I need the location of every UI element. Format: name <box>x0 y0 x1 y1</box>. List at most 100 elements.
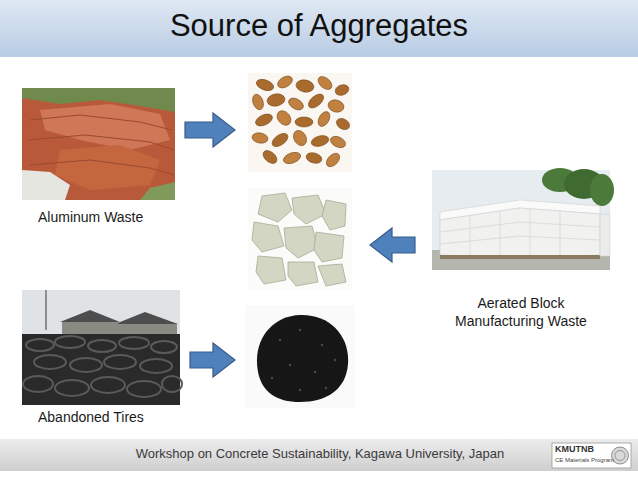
pellet-aggregate-photo-part-part <box>334 116 351 132</box>
aerated-block-photo-part-part <box>500 211 501 257</box>
abandoned-tires-photo-part <box>22 290 180 405</box>
title-band-part <box>0 0 638 57</box>
aerated-block-photo-part-part <box>470 216 471 256</box>
pellet-aggregate-photo-part-part <box>295 117 313 127</box>
aluminum-waste-photo <box>22 88 175 200</box>
pellet-aggregate-photo-part-part <box>266 93 286 108</box>
abandoned-tires-photo-part-part <box>34 355 66 369</box>
abandoned-tires-photo-part-part <box>70 358 102 372</box>
pellet-aggregate-photo-part-part <box>254 112 275 129</box>
logo-subtext-string: CE Materials Program <box>555 457 615 464</box>
abandoned-tires-photo-part-part <box>119 337 149 349</box>
crumb-rubber-photo-part <box>257 315 348 402</box>
slide-title: Source of Aggregates <box>0 8 638 44</box>
pellet-aggregate-photo-part-part <box>274 108 293 128</box>
aerated-lump-photo-part-part <box>318 264 346 286</box>
pellet-aggregate-photo <box>248 73 352 172</box>
abandoned-tires-photo-part-part <box>55 380 89 396</box>
aerated-lump-photo-part <box>252 193 346 286</box>
block-arrow-part <box>370 228 415 262</box>
title-text: Source of Aggregates <box>0 8 638 44</box>
photo-caption: Aluminum Waste <box>38 208 188 226</box>
aerated-lump-photo-part-part <box>314 232 344 262</box>
abandoned-tires-photo-part <box>60 310 120 322</box>
pellet-aggregate-photo-part-part <box>291 128 309 148</box>
crumb-rubber-photo-part-part <box>334 359 336 361</box>
pellet-aggregate-photo-part-part <box>270 131 290 150</box>
abandoned-tires-photo-part-part <box>23 376 53 392</box>
logo-text: KMUTNB <box>555 444 615 454</box>
aerated-block-photo-part <box>440 208 600 258</box>
aerated-lump-photo-part-part <box>288 262 318 286</box>
block-arrow-part <box>185 113 235 147</box>
abandoned-tires-photo-part <box>23 336 182 397</box>
pellet-aggregate-photo-part-part <box>251 132 268 145</box>
pellet-aggregate-photo-part-part <box>261 148 280 166</box>
abandoned-tires-photo-part-part <box>55 336 85 348</box>
abandoned-tires-photo-part-part <box>162 376 182 392</box>
abandoned-tires-photo-part-part <box>104 355 136 369</box>
pellet-aggregate-photo-part <box>251 74 352 170</box>
abandoned-tires-photo-part-part <box>127 381 161 397</box>
crumb-rubber-photo <box>245 305 355 408</box>
pellet-aggregate-photo-part-part <box>310 134 330 148</box>
aerated-block-photo-part <box>590 174 614 206</box>
aerated-block-photo <box>432 168 614 270</box>
abandoned-tires-photo-part <box>115 312 178 324</box>
abandoned-tires-photo-part-part <box>26 339 54 351</box>
pellet-aggregate-photo-part <box>248 73 352 172</box>
aerated-block-photo-part <box>600 214 610 256</box>
abandoned-tires-photo-part <box>62 322 118 336</box>
abandoned-tires-photo-part <box>22 334 180 405</box>
pellet-aggregate-photo-part-part <box>287 96 306 113</box>
pellet-aggregate-photo-part-part <box>316 110 333 129</box>
pellet-aggregate-photo-part-part <box>305 151 323 165</box>
footer-text: Workshop on Concrete Sustainability, Kag… <box>100 447 540 462</box>
photo-node: Aluminum Waste <box>22 88 175 200</box>
aluminum-waste-photo-part <box>140 182 175 200</box>
crumb-rubber-photo-part <box>245 305 355 408</box>
aerated-block-photo-part <box>432 170 610 270</box>
pellet-aggregate-photo-part-part <box>251 93 266 111</box>
aerated-lump-photo-part-part <box>252 222 284 252</box>
abandoned-tires-photo-part <box>45 290 46 330</box>
pellet-aggregate-photo-part-part <box>334 83 351 97</box>
aerated-lump-photo <box>248 188 352 290</box>
abandoned-tires-photo <box>22 290 182 405</box>
abandoned-tires-photo-part-part <box>140 359 172 373</box>
aerated-lump-photo-part-part <box>284 226 318 258</box>
pellet-aggregate-photo-part-part <box>295 79 315 94</box>
crumb-rubber-photo-part-part <box>279 339 281 341</box>
aerated-block-photo-part-part <box>530 209 531 258</box>
aerated-lump-photo-part-part <box>258 193 292 222</box>
pellet-aggregate-photo-part-part <box>255 77 275 93</box>
pellet-aggregate-photo-part-part <box>276 74 295 91</box>
aerated-lump-photo-part-part <box>322 200 346 230</box>
footer-band <box>0 439 638 471</box>
aluminum-waste-photo-part <box>30 115 172 130</box>
aerated-lump-photo-part <box>248 188 352 290</box>
pellet-aggregate-photo-part-part <box>324 151 342 169</box>
title-band <box>0 0 638 57</box>
abandoned-tires-photo-part-part <box>151 341 177 353</box>
aerated-block-photo-part <box>440 209 600 258</box>
photo-caption: Aerated Block Manufacturing Waste <box>441 294 601 330</box>
pellet-aggregate-photo-part-part <box>329 134 348 150</box>
footer-band-part <box>615 451 625 461</box>
footer-band-part <box>612 447 629 464</box>
block-arrow <box>185 113 415 377</box>
crumb-rubber-photo-part-part <box>299 389 301 391</box>
crumb-rubber-photo-part <box>271 329 336 391</box>
pellet-aggregate-photo-part-part <box>306 91 326 110</box>
photo-caption: Abandoned Tires <box>38 408 188 426</box>
logo-subtext: CE Materials Program <box>555 457 615 464</box>
aluminum-waste-photo-part <box>22 170 70 200</box>
aerated-lump-photo-part-part <box>292 195 326 224</box>
footer-text-string: Workshop on Concrete Sustainability, Kag… <box>100 447 540 462</box>
pellet-aggregate-photo-part-part <box>282 150 302 166</box>
pellet-aggregate-photo-part-part <box>327 98 346 114</box>
aerated-block-photo-part-part <box>440 236 600 244</box>
photo-node: Abandoned Tires <box>22 290 180 405</box>
